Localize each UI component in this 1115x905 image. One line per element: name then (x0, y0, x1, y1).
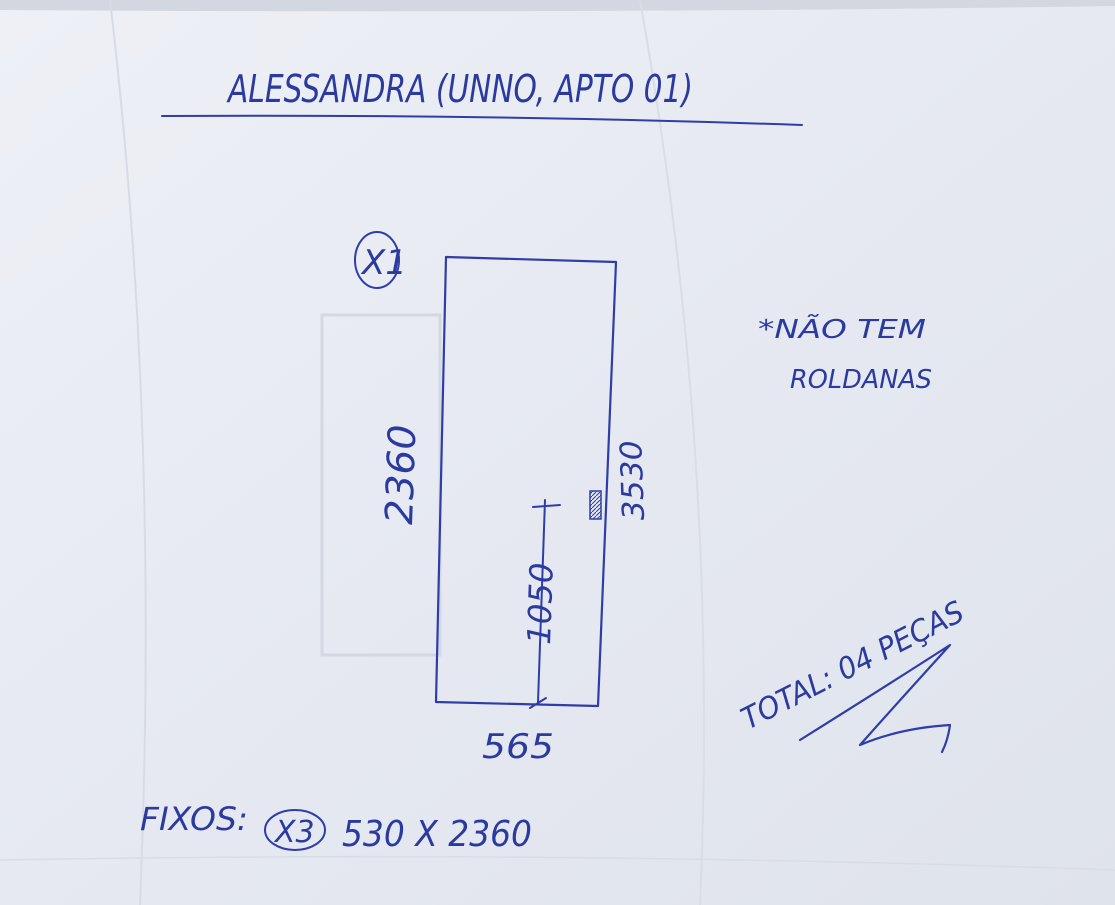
door-width-label: 565 (482, 727, 554, 767)
fixed-panels-label: FIXOS: (140, 800, 248, 838)
paper-crease (0, 855, 1115, 871)
door-panel-outline (434, 255, 618, 708)
door-quantity-circle (354, 231, 400, 289)
sheet-title: ALESSANDRA (UNNO, APTO 01) (226, 67, 693, 111)
paper-crease (639, 0, 705, 905)
paper-crease (109, 0, 147, 905)
handle-height-dimension-line (537, 499, 546, 703)
paper-top-edge (0, 0, 1115, 12)
door-height-label: 2360 (377, 424, 424, 525)
fixed-quantity-mark: X3 (273, 815, 315, 850)
handle-height-label: 1050 (520, 562, 561, 645)
door-handle (589, 490, 602, 520)
fixed-quantity-circle (264, 809, 326, 851)
door-side-label: 3530 (614, 440, 652, 521)
note-line-1: *NÃO TEM (758, 313, 926, 345)
signature-scribble (798, 643, 952, 754)
fixed-panels-dimensions: 530 X 2360 (342, 814, 532, 855)
note-line-2: ROLDANAS (790, 365, 932, 395)
handle-dimension-tick (529, 697, 547, 709)
title-underline (161, 114, 803, 126)
door-quantity-mark: X1 (360, 243, 407, 283)
handle-position-mark (532, 504, 561, 508)
